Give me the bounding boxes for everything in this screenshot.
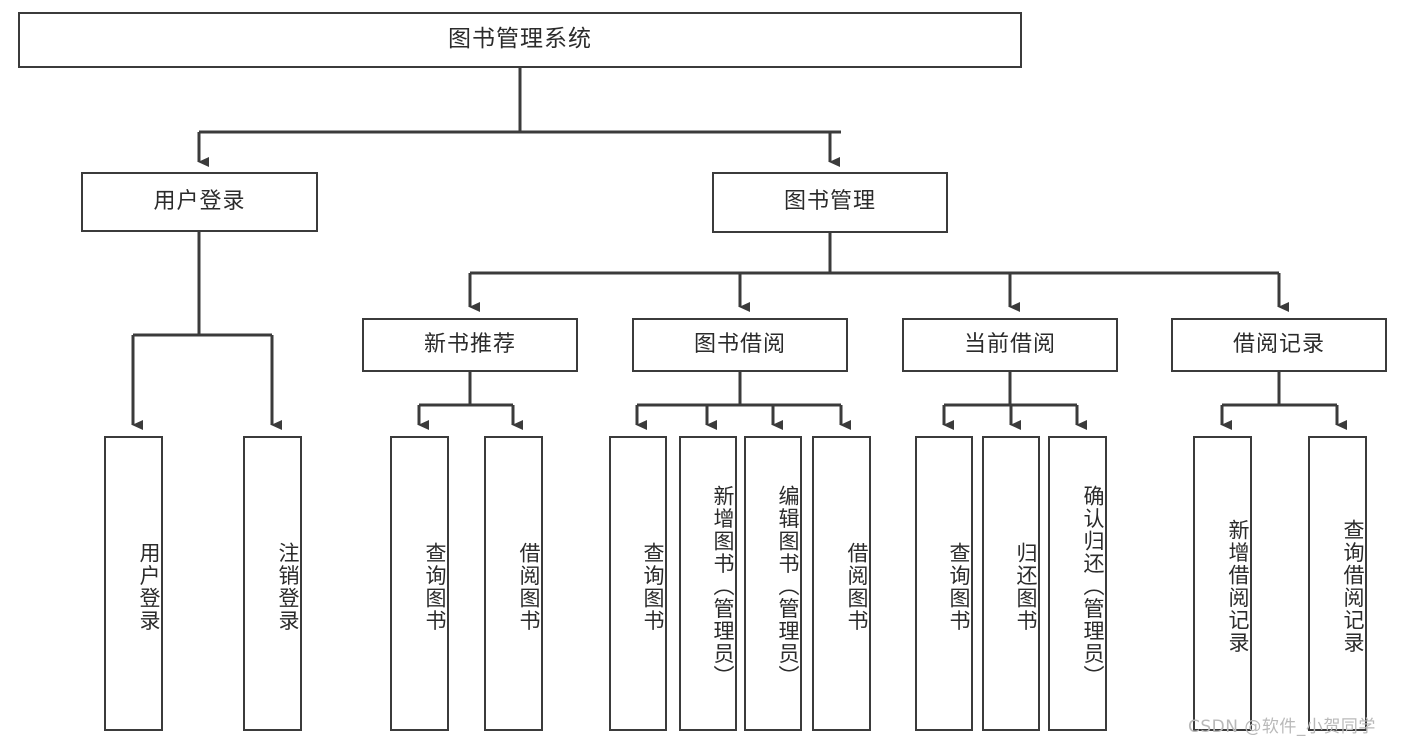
- leaf-borrow-add-book-admin[interactable]: 新增图书（管理员）: [679, 436, 737, 731]
- node-label: 归还图书: [1014, 541, 1038, 632]
- leaf-borrow-query-book[interactable]: 查询图书: [609, 436, 667, 731]
- csdn-watermark: CSDN @软件_小贺同学: [1188, 717, 1376, 737]
- node-label: 用户登录: [153, 188, 246, 214]
- node-label: 当前借阅: [963, 331, 1056, 357]
- node-book-borrow[interactable]: 图书借阅: [632, 318, 848, 372]
- node-borrow-record[interactable]: 借阅记录: [1171, 318, 1387, 372]
- node-label: 确认归还（管理员）: [1081, 485, 1105, 688]
- node-label: 借阅图书: [845, 541, 869, 632]
- node-label: 用户登录: [137, 541, 161, 632]
- leaf-recommend-borrow-book[interactable]: 借阅图书: [484, 436, 543, 731]
- node-label: 借阅记录: [1232, 331, 1325, 357]
- node-label: 新增图书（管理员）: [711, 485, 735, 688]
- node-label: 查询借阅记录: [1341, 519, 1365, 654]
- node-label: 新增借阅记录: [1226, 519, 1250, 654]
- node-current-borrow[interactable]: 当前借阅: [902, 318, 1118, 372]
- leaf-borrow-borrow-book[interactable]: 借阅图书: [812, 436, 871, 731]
- node-label: 查询图书: [947, 541, 971, 632]
- leaf-borrow-edit-book-admin[interactable]: 编辑图书（管理员）: [744, 436, 802, 731]
- node-book-management[interactable]: 图书管理: [712, 172, 948, 233]
- node-label: 新书推荐: [423, 331, 516, 357]
- leaf-current-query-book[interactable]: 查询图书: [915, 436, 973, 731]
- leaf-user-login[interactable]: 用户登录: [104, 436, 163, 731]
- node-label: 图书管理系统: [448, 26, 592, 53]
- node-label: 注销登录: [276, 541, 300, 632]
- leaf-current-return-book[interactable]: 归还图书: [982, 436, 1040, 731]
- leaf-record-add-borrow-record[interactable]: 新增借阅记录: [1193, 436, 1252, 731]
- node-root-book-management-system[interactable]: 图书管理系统: [18, 12, 1022, 68]
- node-label: 编辑图书（管理员）: [776, 485, 800, 688]
- node-label: 图书借阅: [693, 331, 786, 357]
- node-label: 查询图书: [641, 541, 665, 632]
- leaf-record-query-borrow-record[interactable]: 查询借阅记录: [1308, 436, 1367, 731]
- node-user-login[interactable]: 用户登录: [81, 172, 318, 232]
- leaf-current-confirm-return-admin[interactable]: 确认归还（管理员）: [1048, 436, 1107, 731]
- node-label: 借阅图书: [517, 541, 541, 632]
- node-label: 图书管理: [783, 189, 876, 215]
- leaf-recommend-query-book[interactable]: 查询图书: [390, 436, 449, 731]
- leaf-user-logout[interactable]: 注销登录: [243, 436, 302, 731]
- node-new-book-recommend[interactable]: 新书推荐: [362, 318, 578, 372]
- node-label: 查询图书: [423, 541, 447, 632]
